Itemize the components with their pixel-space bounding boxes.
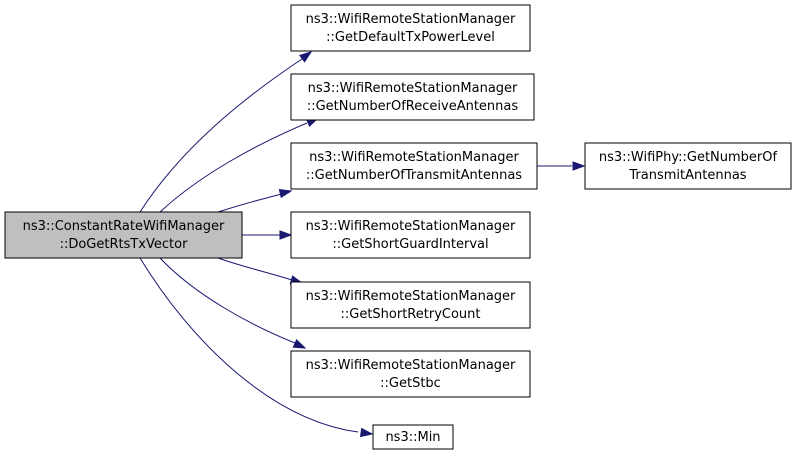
node-label-line: ns3::WifiRemoteStationManager xyxy=(306,358,516,373)
node-label-line: ::DoGetRtsTxVector xyxy=(60,237,189,252)
edge-root-to-trans xyxy=(217,188,293,213)
node-label-line: ns3::WifiRemoteStationManager xyxy=(306,219,516,234)
node-recv[interactable]: ns3::WifiRemoteStationManager::GetNumber… xyxy=(290,73,535,121)
node-box xyxy=(290,4,531,52)
node-box xyxy=(290,350,531,398)
node-label-line: ::GetShortRetryCount xyxy=(340,307,480,322)
node-label-line: ns3::WifiRemoteStationManager xyxy=(309,150,519,165)
node-box xyxy=(290,211,531,259)
node-power[interactable]: ns3::WifiRemoteStationManager::GetDefaul… xyxy=(290,4,531,52)
node-label-line: ::GetShortGuardInterval xyxy=(332,237,488,252)
edge-line xyxy=(217,191,291,213)
node-phy[interactable]: ns3::WifiPhy::GetNumberOfTransmitAntenna… xyxy=(584,142,792,190)
arrowhead-icon xyxy=(279,230,293,240)
node-root[interactable]: ns3::ConstantRateWifiManager::DoGetRtsTx… xyxy=(4,211,243,259)
node-box xyxy=(290,73,535,121)
node-stbc[interactable]: ns3::WifiRemoteStationManager::GetStbc xyxy=(290,350,531,398)
edge-line xyxy=(139,257,359,433)
edge-root-to-min xyxy=(139,257,374,438)
edge-root-to-retry xyxy=(217,257,304,285)
node-box xyxy=(372,424,454,450)
edge-line xyxy=(159,122,308,213)
node-label-line: ::GetNumberOfTransmitAntennas xyxy=(306,168,522,183)
edge-line xyxy=(139,56,306,213)
arrowhead-icon xyxy=(278,188,293,199)
node-label-line: ns3::ConstantRateWifiManager xyxy=(23,219,225,234)
node-box xyxy=(584,142,792,190)
edge-root-to-power xyxy=(139,51,313,213)
arrowhead-icon xyxy=(359,427,374,438)
edge-line xyxy=(159,257,296,344)
node-guard[interactable]: ns3::WifiRemoteStationManager::GetShortG… xyxy=(290,211,531,259)
node-label-line: ::GetStbc xyxy=(380,376,441,391)
node-trans[interactable]: ns3::WifiRemoteStationManager::GetNumber… xyxy=(290,142,538,190)
node-label-line: ns3::WifiPhy::GetNumberOf xyxy=(599,150,778,165)
node-label-line: ::GetNumberOfReceiveAntennas xyxy=(307,99,519,114)
node-label-line: ns3::Min xyxy=(385,430,440,445)
arrowhead-icon xyxy=(292,339,307,349)
node-label-line: ::GetDefaultTxPowerLevel xyxy=(326,30,495,45)
node-label-line: ns3::WifiRemoteStationManager xyxy=(306,12,516,27)
node-box xyxy=(4,211,243,259)
node-min[interactable]: ns3::Min xyxy=(372,424,454,450)
edge-root-to-stbc xyxy=(159,257,307,349)
edge-trans-to-phy xyxy=(537,161,586,171)
arrowhead-icon xyxy=(572,161,586,171)
node-box xyxy=(290,142,538,190)
edge-line xyxy=(217,257,293,281)
edge-root-to-guard xyxy=(242,230,293,240)
nodes-layer: ns3::ConstantRateWifiManager::DoGetRtsTx… xyxy=(4,4,792,450)
node-box xyxy=(290,281,531,329)
node-label-line: TransmitAntennas xyxy=(628,168,746,183)
node-label-line: ns3::WifiRemoteStationManager xyxy=(308,81,518,96)
node-label-line: ns3::WifiRemoteStationManager xyxy=(306,289,516,304)
node-retry[interactable]: ns3::WifiRemoteStationManager::GetShortR… xyxy=(290,281,531,329)
arrowhead-icon xyxy=(298,51,313,63)
